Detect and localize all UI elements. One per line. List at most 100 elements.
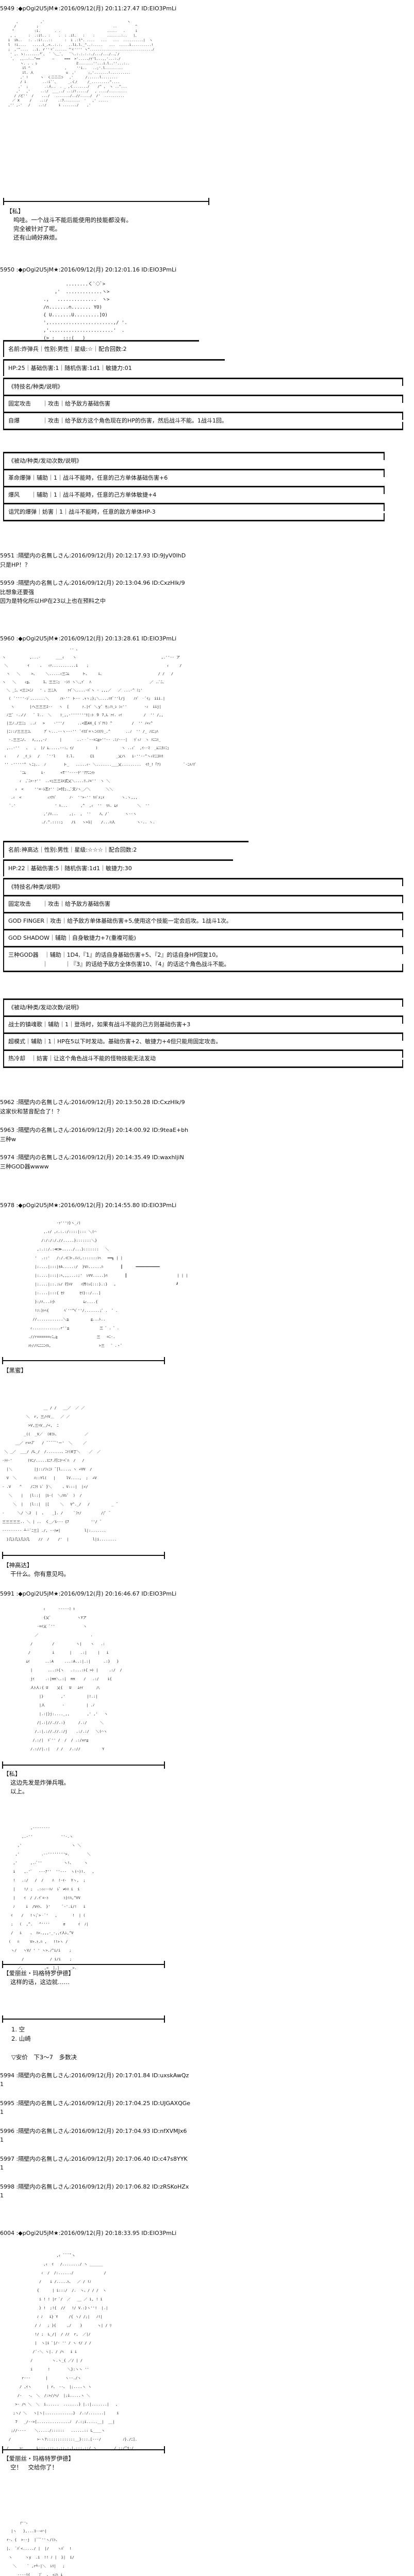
panel-divider (3, 198, 209, 205)
table-row: 固定攻击 ｜攻击｜给予敌方基础伤害 (3, 895, 403, 912)
table-header: 《被动/种类/发动次数/说明》 (3, 452, 385, 469)
choice-option: 2. 山崎 (11, 2035, 31, 2042)
ascii-art-god-gundam: -‐ 、 ヽ ,...- ___ｨ ヽ ,.''-- ア ＼ ｲ 、 ｨｧ...… (2, 647, 197, 824)
post-body: 1 (0, 2164, 4, 2171)
speaker-name: 【爱丽丝・玛格特罗伊德】 (3, 2455, 74, 2462)
table-row: 热冷却 ｜妨害｜让这个角色战斗不能的怪物技能无法发动 (3, 1049, 403, 1066)
dialogue-line: 这样的话，这边就…… (10, 1978, 70, 1986)
ascii-art-battle-scene: , ,' ヽ / ; .. ^ ^ :i. . . ..... . i (8, 20, 155, 107)
post-header-5974: 5974 :隔壁内の名無しさん:2016/09/12(月) 20:14:35.4… (0, 1154, 184, 1161)
panel-divider (2, 1552, 165, 1559)
dialogue-block: 【私】 这边先发是炸弹兵哦。 以上。 (3, 1770, 70, 1796)
dialogue-block: 【私】 呜哇。一个战斗不能后能使用的技能都没有。 完全被针对了呢。 还有山崎好麻… (6, 207, 132, 242)
panel-divider (2, 1357, 165, 1364)
dialogue-line: 干什么。你有意见吗。 (10, 1570, 70, 1578)
post-header: 5996 :隔壁内の名無しさん:2016/09/12(月) 20:17:04.9… (0, 2128, 187, 2134)
speaker-name: 【黑蜜】 (3, 1367, 27, 1374)
post-header: 5995 :隔壁内の名無しさん:2016/09/12(月) 20:17:04.2… (0, 2100, 191, 2107)
vote-post: 5997 :隔壁内の名無しさん:2016/09/12(月) 20:17:06.4… (0, 2155, 190, 2182)
post-header-5991: 5991 :◆pOgi2U5jM★:2016/09/12(月) 20:16:46… (0, 1590, 177, 1597)
post-body: 1 (0, 2109, 4, 2115)
dialogue-line: 这边先发是炸弹兵哦。 (10, 1779, 70, 1786)
post-body: 三种w (0, 1136, 16, 1143)
post-header: 5994 :隔壁内の名無しさん:2016/09/12(月) 20:17:01.8… (0, 2072, 189, 2079)
post-body: 只是HP！？ (0, 562, 30, 568)
ascii-art-kuromitsu: -ｧ'''ｿ}ヽ_ﾉ) ,.ｨ/ ,ｨ.:.:/::::|::: ＼(⌒ /:/… (28, 1221, 188, 1348)
dialogue-line: 还有山崎好麻烦。 (13, 234, 61, 241)
post-header: 5998 :隔壁内の名無しさん:2016/09/12(月) 20:17:06.8… (0, 2183, 189, 2190)
ascii-art-alice: ,-‐‐‐‐‐-- ,.-'' ''-.ヽ ,' ヽ ＼ ,' .‐-'''''… (8, 1826, 94, 1970)
gundam-skills-table: 《特技名/种类/说明》 固定攻击 ｜攻击｜给予敌方基础伤害 GOD FINGER… (3, 878, 403, 972)
bomber-stats-row: HP:25｜基础伤害:1｜随机伤害:1d1｜敏捷力:01 (3, 359, 225, 376)
ascii-art-bomber: ........く`◇ﾞ> ,' .............ヽ> ., ....… (43, 282, 127, 341)
post-header-5963: 5963 :隔壁内の名無しさん:2016/09/12(月) 20:14:00.9… (0, 1127, 189, 1133)
stat-row: 名前:神高达｜性别:男性｜星级:☆☆☆｜配合回数:2 (3, 841, 249, 858)
panel-divider (2, 1761, 165, 1769)
ascii-art-alice-pointing: ,ｨ ̄ ̄ ̄ ̄ ̄ﾞヽ ,ｨ ｲ /......../ ヽ ______ … (6, 2253, 138, 2450)
post-header-5950: 5950 :◆pOgi2U5jM★:2016/09/12(月) 20:12:01… (0, 266, 177, 273)
bomber-name-row: 名前:炸弹兵｜性别:男性｜星级:☆｜配合回数:2 (3, 340, 199, 357)
panel-divider (2, 2446, 165, 2453)
post-header-6004: 6004 :◆pOgi2U5jM★:2016/09/12(月) 20:18:33… (0, 2230, 177, 2236)
panel-divider (2, 2015, 165, 2023)
post-body: 这家伙和慧音配合了！？ (0, 1108, 62, 1115)
post-header-5960: 5960 :◆pOgi2U5jM★:2016/09/12(月) 20:13:28… (0, 635, 177, 642)
table-row: 爆风 ｜辅助｜1｜战斗不能時，任意的己方单体敏捷+4 (3, 486, 385, 503)
dialogue-block: 【爱丽丝・玛格特罗伊德】 这样的话，这边就…… (3, 1969, 74, 1987)
post-body: 1 (0, 2192, 4, 2199)
stat-row: 名前:炸弹兵｜性别:男性｜星级:☆｜配合回数:2 (3, 340, 199, 357)
stat-row: HP:22｜基础伤害:5｜随机伤害:1d1｜敏捷力:30 (3, 859, 233, 876)
post-body: 1 (0, 2137, 4, 2143)
vote-post: 5994 :隔壁内の名無しさん:2016/09/12(月) 20:17:01.8… (0, 2071, 190, 2099)
table-row: 固定攻击 ｜攻击｜给予敌方基础伤害 (3, 395, 403, 412)
table-row: GOD FINGER｜攻击｜给予敌方单体基础伤害+5,使用这个技能一定会后攻。1… (3, 912, 403, 929)
vote-posts: 5994 :隔壁内の名無しさん:2016/09/12(月) 20:17:01.8… (0, 2071, 190, 2210)
ascii-art-sora: ┌‐‐、 |ヽ },...ﾖ‐‐<⌒| r‐、{ >‐‐j |￣ﾞ''ヽ/(ﾄ、… (6, 2520, 74, 2576)
dialogue-line: 呜哇。一个战斗不能后能使用的技能都没有。 (13, 216, 132, 224)
vote-post: 5995 :隔壁内の名無しさん:2016/09/12(月) 20:17:04.2… (0, 2099, 190, 2127)
dialogue-block: 【神高达】 干什么。你有意见吗。 (3, 1561, 70, 1579)
ascii-art-gundam-closeup: __ / / __／ ／ ／ ＼ r, 三/ｲV＿ ／ ／ >V,三ﾍV＿/<,… (2, 1406, 117, 1541)
anka-instruction: ▽安价 下3～7 多数决 (11, 2054, 77, 2061)
table-row: 超模式｜辅助｜1｜HP在5以下时发动。基础伤害+2、敏捷力+4但只能用固定攻击。 (3, 1032, 403, 1049)
table-row: GOD SHADOW｜辅助｜自身敏捷力+7(重複可能) (3, 929, 403, 946)
table-row: 战士的镇魂歌｜辅助｜1｜登场时，如果有战斗不能的己方则基础伤害+3 (3, 1015, 403, 1032)
post-header-5962: 5962 :隔壁内の名無しさん:2016/09/12(月) 20:13:50.2… (0, 1099, 185, 1106)
dialogue-line: 以上。 (10, 1788, 28, 1795)
table-header: 《被动/种类/发动次数/说明》 (3, 998, 403, 1015)
post-header-5951: 5951 :隔壁内の名無しさん:2016/09/12(月) 20:12:17.9… (0, 552, 186, 559)
table-row: 革命爆弹｜辅助｜1｜战斗不能時，任意的己方单体基础伤害+6 (3, 469, 385, 486)
post-header-5959: 5959 :隔壁内の名無しさん:2016/09/12(月) 20:13:04.9… (0, 580, 185, 586)
table-row-multiline: 三种GOD器 ｜辅助｜1D4,『1』的话自身基础伤害+5、『2』的话自身HP回复… (3, 946, 403, 971)
bomber-passives-table: 《被动/种类/发动次数/说明》 革命爆弹｜辅助｜1｜战斗不能時，任意的己方单体基… (3, 452, 385, 521)
table-header: 《特技名/种类/说明》 (3, 878, 403, 895)
gundam-name-row: 名前:神高达｜性别:男性｜星级:☆☆☆｜配合回数:2 (3, 841, 249, 858)
post-body: 1 (0, 2081, 4, 2088)
table-row: 自爆 ｜攻击｜给予敌方这个角色现在的HP的伤害，然后战斗不能。1战斗1回。 (3, 412, 403, 429)
post-body: 比想象还要强 因为是特化所以HP在23以上也在预料之中 (0, 589, 106, 604)
vote-post: 5998 :隔壁内の名無しさん:2016/09/12(月) 20:17:06.8… (0, 2182, 190, 2210)
choice-option: 1. 空 (11, 2026, 25, 2033)
post-header-5978: 5978 :◆pOgi2U5jM★:2016/09/12(月) 20:14:55… (0, 1202, 177, 1209)
speaker-name: 【私】 (3, 1770, 21, 1777)
table-header: 《特技名/种类/说明》 (3, 378, 403, 395)
vote-post: 5996 :隔壁内の名無しさん:2016/09/12(月) 20:17:04.9… (0, 2127, 190, 2155)
post-header: 5997 :隔壁内の名無しさん:2016/09/12(月) 20:17:06.4… (0, 2156, 188, 2162)
post-header-5949: 5949 :◆pOgi2U5jM★:2016/09/12(月) 20:11:27… (0, 5, 177, 12)
dialogue-line: 空！ 交给你了！ (10, 2464, 58, 2471)
table-row: 诅咒的爆弹｜妨害｜1｜战斗不能時，任意的敌方单体HP-3 (3, 503, 385, 520)
skill-line: 三种GOD器 ｜辅助｜1D4,『1』的话自身基础伤害+5、『2』的话自身HP回复… (8, 952, 222, 958)
dialogue-block: 【爱丽丝・玛格特罗伊德】 空！ 交给你了！ (3, 2454, 74, 2472)
speaker-name: 【爱丽丝・玛格特罗伊德】 (3, 1970, 74, 1977)
choice-list: 1. 空 2. 山崎 ▽安价 下3～7 多数决 (0, 2025, 77, 2062)
ascii-art-girl: ｨ ‐‐‐‐‐ﾐ ﾄ {乂ﾞ ヽYア ‐=ｲ乂 ﾞ'' ヽ ／ . / / ヽ|… (26, 1607, 122, 1751)
gundam-passives-table: 《被动/种类/发动次数/说明》 战士的镇魂歌｜辅助｜1｜登场时，如果有战斗不能的… (3, 998, 403, 1068)
bomber-skills-table: 《特技名/种类/说明》 固定攻击 ｜攻击｜给予敌方基础伤害 自爆 ｜攻击｜给予敌… (3, 378, 403, 430)
panel-divider (2, 1961, 165, 1968)
post-body: 三种GOD器wwww (0, 1163, 49, 1170)
skill-line: ｜ ｜『3』的话给予敌方全体伤害10、『4』的话这个角色战斗不能。 (8, 961, 230, 968)
speaker-name: 【神高达】 (3, 1562, 33, 1569)
gundam-stats-row: HP:22｜基础伤害:5｜随机伤害:1d1｜敏捷力:30 (3, 859, 233, 876)
dialogue-line: 完全被针对了呢。 (13, 225, 61, 232)
speaker-name: 【私】 (6, 208, 24, 215)
